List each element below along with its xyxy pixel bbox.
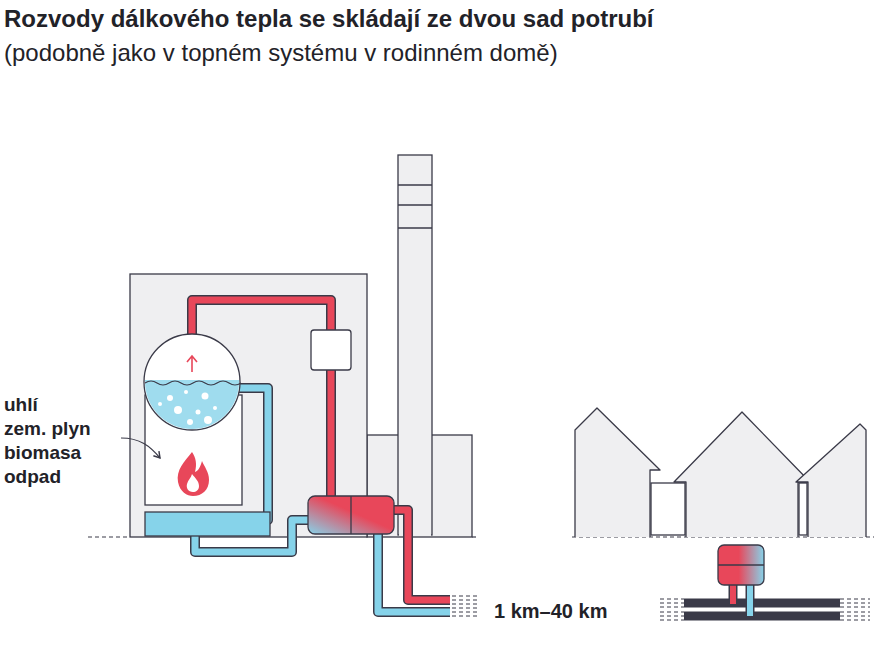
title: Rozvody dálkového tepla se skládají ze d… (4, 5, 654, 33)
fuel-label: uhlí (4, 394, 38, 416)
fuel-label: biomasa (4, 442, 81, 464)
fuel-label: odpad (4, 466, 61, 488)
subtitle: (podobně jako v topném systému v rodinné… (4, 39, 558, 67)
fuel-label: zem. plyn (4, 418, 91, 440)
distance-label: 1 km–40 km (492, 600, 609, 623)
